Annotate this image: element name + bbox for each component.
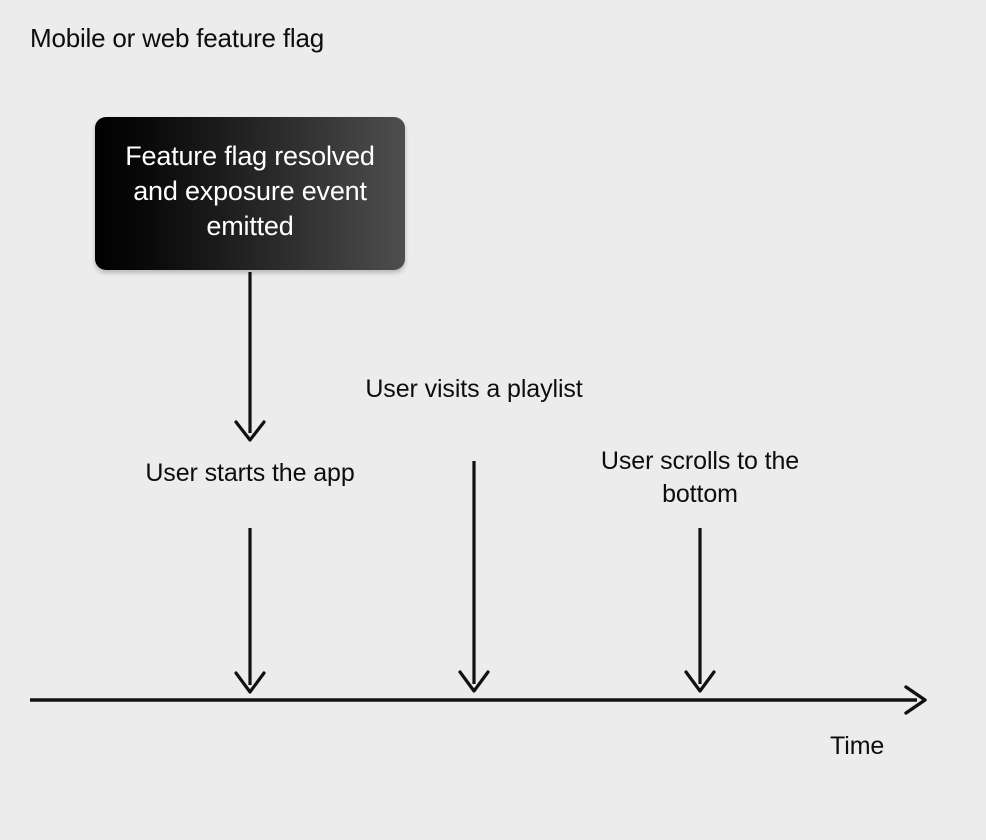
page-title: Mobile or web feature flag: [30, 23, 324, 53]
feature-flag-event-box: Feature flag resolved and exposure event…: [95, 117, 405, 270]
timeline-event-label-1: User starts the app: [145, 459, 355, 487]
arrow-event-3-to-axis: [684, 528, 716, 693]
arrow-box-to-event-1: [234, 272, 266, 442]
arrow-event-2-to-axis: [458, 461, 490, 693]
timeline-event-label-3: User scrolls to the bottom: [600, 447, 800, 508]
time-axis-label: Time: [830, 732, 885, 760]
feature-flag-event-box-label: Feature flag resolved and exposure event…: [125, 141, 375, 241]
timeline-event-label-2: User visits a playlist: [365, 375, 583, 403]
arrow-event-1-to-axis: [234, 528, 266, 694]
time-axis: [30, 685, 927, 715]
